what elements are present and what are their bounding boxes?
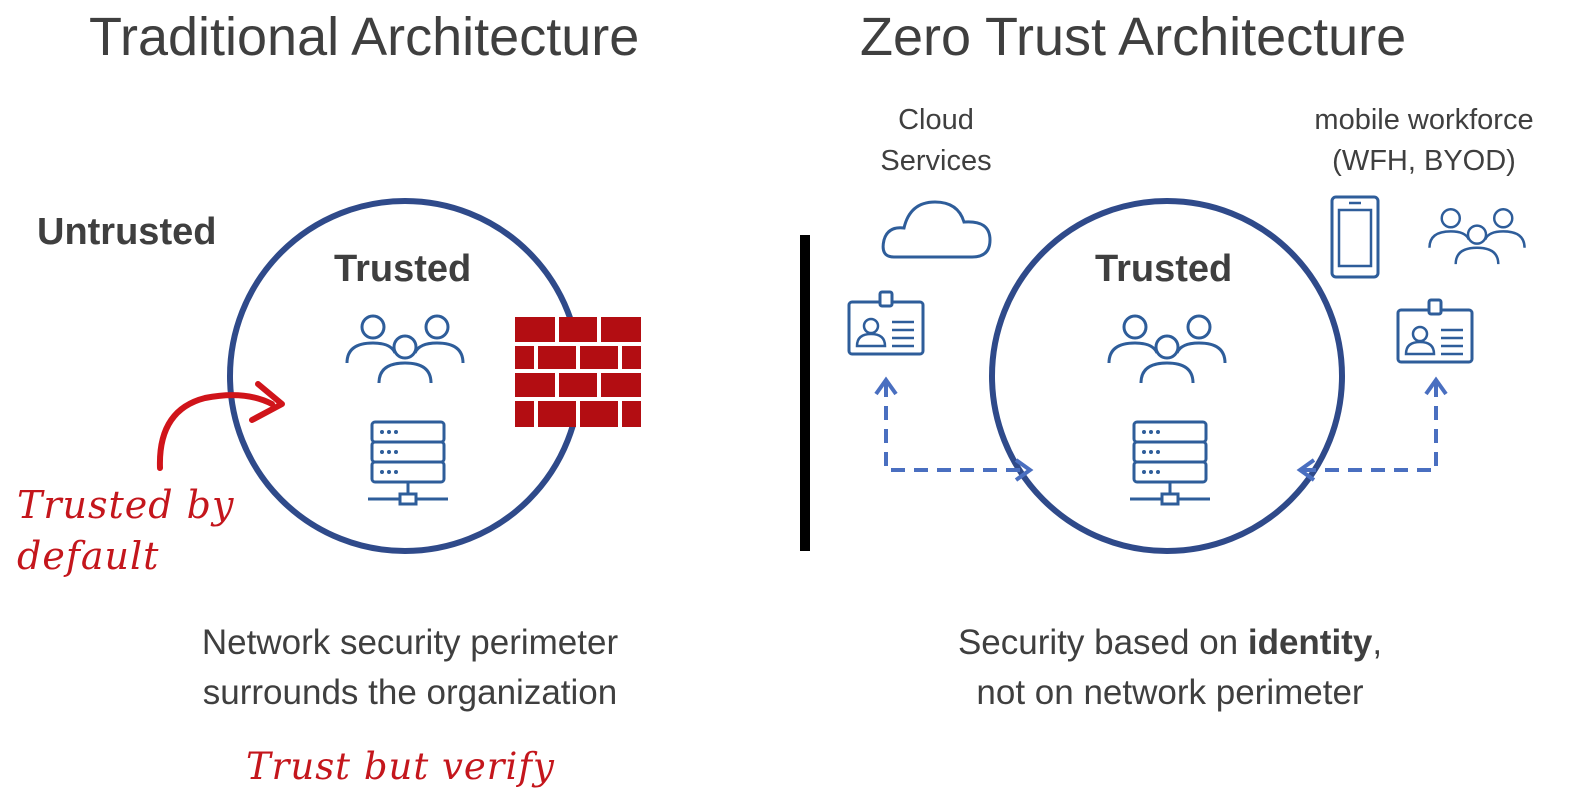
mobile-label-line1: mobile workforce xyxy=(1314,104,1534,136)
brick-firewall-icon xyxy=(515,317,641,427)
right-caption-line2: not on network perimeter xyxy=(976,672,1364,712)
server-rack-icon xyxy=(1128,420,1212,506)
left-title: Traditional Architecture xyxy=(89,7,640,67)
right-caption-line1: Security based on identity, xyxy=(880,618,1460,668)
section-divider xyxy=(800,235,810,551)
users-group-icon xyxy=(345,314,465,385)
left-caption-line2: surrounds the organization xyxy=(202,672,618,712)
id-badge-icon xyxy=(1396,298,1474,364)
id-badge-icon xyxy=(847,290,925,356)
right-title: Zero Trust Architecture xyxy=(860,7,1407,67)
cloud-icon xyxy=(881,200,992,259)
smartphone-icon xyxy=(1330,195,1380,279)
caption-suffix: , xyxy=(1372,623,1383,662)
users-group-icon xyxy=(1107,314,1227,385)
right-perimeter-circle xyxy=(989,198,1345,554)
cloud-label-line1: Cloud xyxy=(898,104,974,136)
users-group-icon xyxy=(1428,207,1526,266)
right-caption: Security based on identity, not on netwo… xyxy=(880,618,1460,717)
right-trusted-label: Trusted xyxy=(1095,248,1233,290)
mobile-label-line2: (WFH, BYOD) xyxy=(1332,144,1516,177)
dashed-connection-left xyxy=(874,376,1034,482)
left-caption: Network security perimeter surrounds the… xyxy=(130,618,690,717)
mobile-workforce-label: mobile workforce (WFH, BYOD) xyxy=(1292,100,1556,181)
red-curved-arrow xyxy=(156,381,285,471)
dashed-connection-right xyxy=(1296,376,1448,482)
handwritten-trusted-by: Trusted by xyxy=(17,483,235,527)
server-rack-icon xyxy=(366,420,450,506)
left-trusted-label: Trusted xyxy=(334,248,472,290)
handwritten-default: default xyxy=(17,534,160,578)
untrusted-label: Untrusted xyxy=(37,211,217,253)
cloud-services-label: Cloud Services xyxy=(836,100,1036,181)
left-caption-line1: Network security perimeter xyxy=(201,623,619,662)
trust-but-verify-note: Trust but verify xyxy=(246,745,555,788)
caption-identity: identity xyxy=(1247,623,1373,662)
caption-prefix: Security based on xyxy=(957,623,1248,662)
cloud-label-line2: Services xyxy=(880,144,992,177)
